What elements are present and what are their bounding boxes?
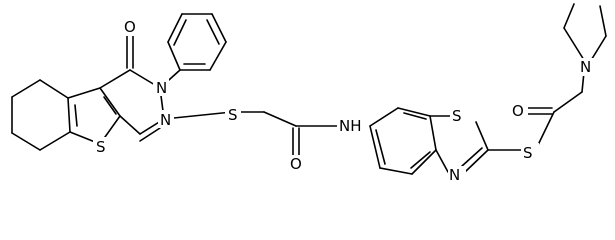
atom-n3-pyrimidine: N — [156, 79, 167, 97]
atom-n1-pyrimidine: N — [160, 111, 171, 129]
atom-s-benzothiazole: S — [452, 107, 462, 125]
thioacetamide-linker — [163, 111, 339, 157]
phenyl-ring — [159, 13, 227, 89]
thiophene-ring — [67, 87, 121, 145]
atom-s-thioether-2: S — [523, 144, 533, 162]
diethylacetamide-chain — [487, 3, 607, 151]
atom-s-thiophene: S — [96, 138, 106, 156]
atom-nh-amide: NH — [339, 117, 362, 135]
atom-o-amide-1: O — [290, 155, 302, 173]
atom-s-thioether-1: S — [228, 106, 238, 124]
structure-canvas: O N N S S O NH S N S O N — [11, 3, 607, 184]
atom-labels: O N N S S O NH S N S O N — [93, 18, 594, 184]
atom-n-benzothiazole: N — [449, 166, 460, 184]
molecule-diagram: O N N S S O NH S N S O N — [11, 3, 607, 184]
benzothiazole-benzene-ring — [369, 107, 437, 175]
thiazole-ring — [429, 115, 489, 173]
atom-n-diethyl: N — [580, 58, 591, 76]
cyclohexane-ring — [11, 79, 71, 151]
atom-o-amide-2: O — [512, 102, 524, 120]
atom-o-keto: O — [124, 18, 136, 36]
